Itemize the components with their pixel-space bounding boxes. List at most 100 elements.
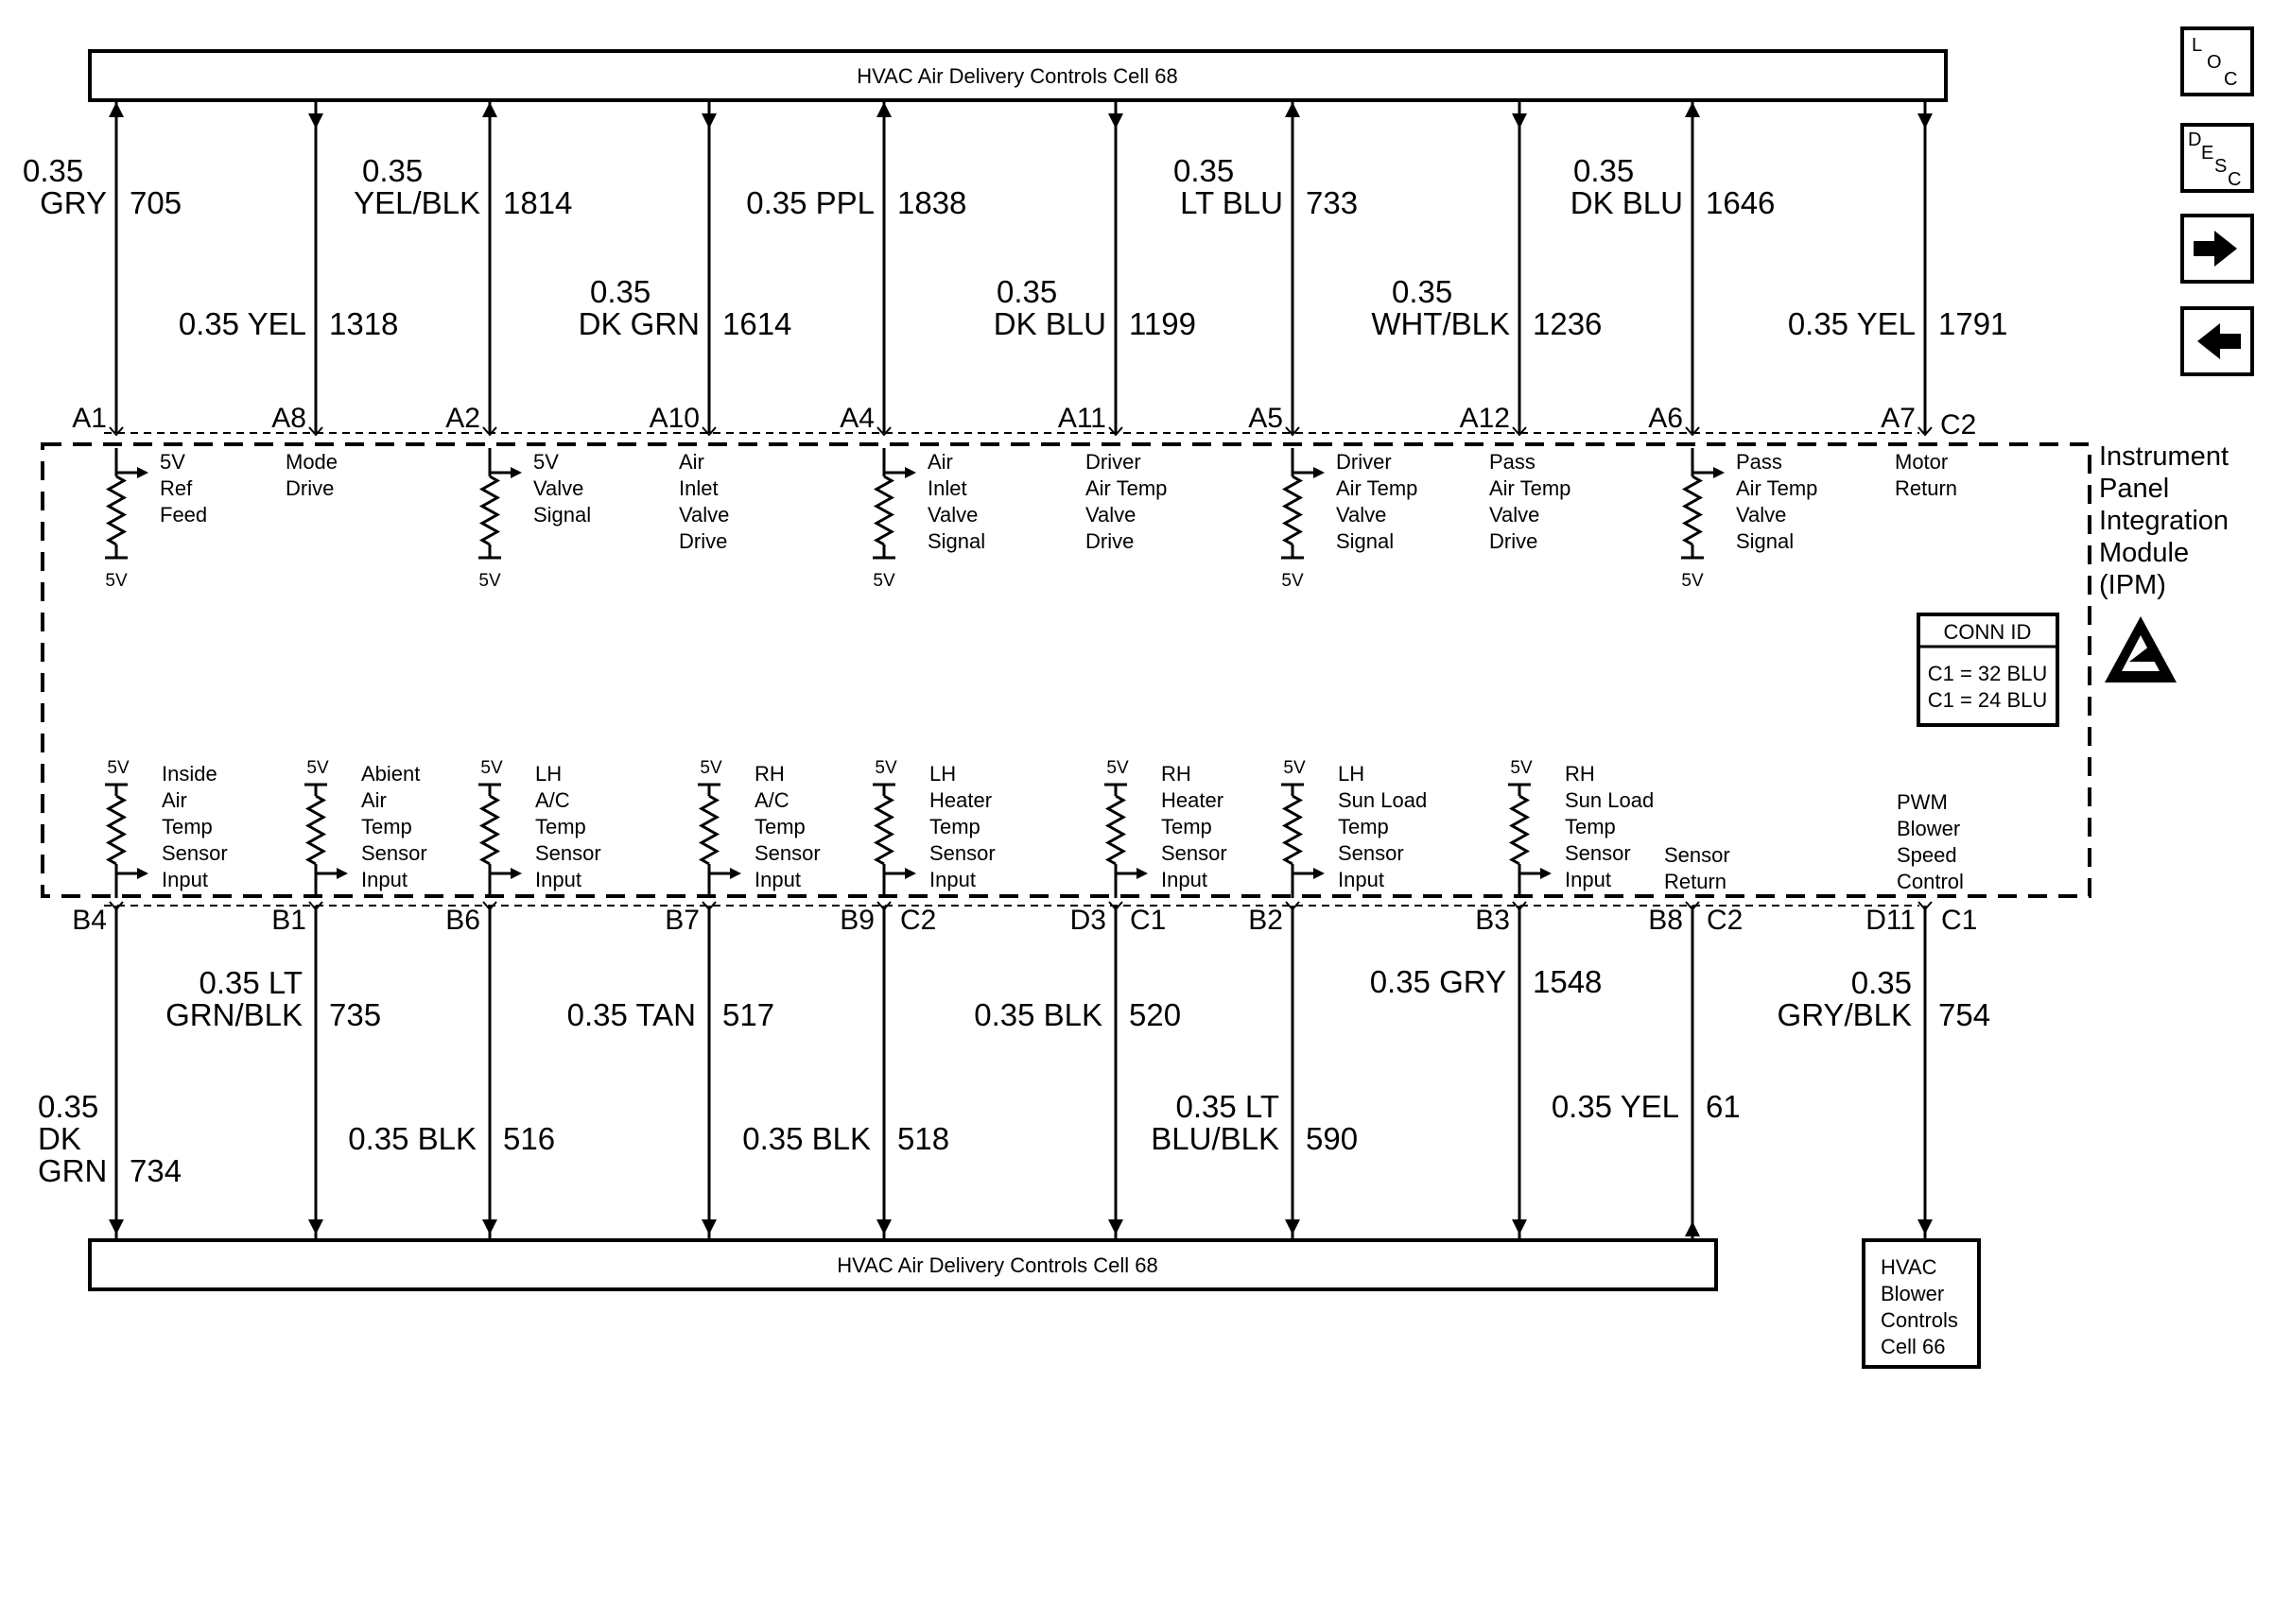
function-label: Drive	[1489, 529, 1537, 553]
voltage-label: 5V	[1283, 758, 1306, 778]
function-label: Temp	[162, 815, 213, 838]
connector-terminal	[1108, 426, 1123, 437]
connector-terminal	[1917, 901, 1933, 911]
function-label: RH	[1161, 762, 1191, 786]
function-label: Sensor	[1565, 841, 1631, 865]
connector-terminal	[702, 901, 717, 911]
function-label: Pass	[1489, 450, 1536, 474]
function-label: Valve	[928, 503, 978, 527]
pin-label: A10	[650, 403, 700, 434]
function-label: RH	[1565, 762, 1595, 786]
voltage-label: 5V	[107, 758, 130, 778]
top-delivery-box-label: HVAC Air Delivery Controls Cell 68	[857, 64, 1177, 88]
connector-terminal	[876, 426, 892, 437]
wire-color-label: DK BLU	[1570, 185, 1683, 220]
function-label: Mode	[286, 450, 338, 474]
signal-arrowhead	[730, 868, 741, 879]
wire-size-label: 0.35	[1573, 153, 1634, 188]
wire-arrow-down	[1285, 1219, 1300, 1235]
function-label: Driver	[1336, 450, 1392, 474]
blower-box-line: Controls	[1881, 1308, 1958, 1332]
blower-box-line: Blower	[1881, 1282, 1944, 1305]
voltage-label: 5V	[1510, 758, 1533, 778]
function-label: Drive	[1085, 529, 1134, 553]
function-label: Sensor	[535, 841, 601, 865]
top-delivery-box	[88, 49, 1948, 102]
bottom-connector-name: C1	[1130, 905, 1166, 936]
circuit-number: 1791	[1938, 306, 2007, 341]
wire-arrow-down	[702, 113, 717, 129]
circuit-number: 734	[130, 1153, 182, 1188]
resistor-symbol	[873, 794, 895, 866]
arrow-right-icon	[2194, 231, 2237, 267]
function-label: Input	[929, 868, 976, 891]
function-label: RH	[755, 762, 785, 786]
resistor-symbol	[1681, 475, 1704, 546]
wire-size-label: 0.35	[38, 1089, 98, 1124]
pin-label: A4	[840, 403, 875, 434]
pin-label: A12	[1460, 403, 1510, 434]
function-label: Sun Load	[1565, 788, 1654, 812]
circuit-number: 1548	[1533, 964, 1602, 999]
wire-color-label: GRN	[38, 1153, 107, 1188]
voltage-label: 5V	[1106, 758, 1129, 778]
next-page-button[interactable]	[2180, 214, 2254, 284]
pin-label: B8	[1648, 905, 1683, 936]
wire-arrow-up	[482, 102, 497, 117]
circuit-number: 518	[897, 1121, 949, 1156]
function-label: Drive	[679, 529, 727, 553]
circuit-number: 590	[1306, 1121, 1358, 1156]
function-label: Abient	[361, 762, 420, 786]
desc-button[interactable]: D E S C	[2180, 123, 2254, 193]
connector-terminal	[1285, 426, 1300, 437]
module-name-line: Integration	[2099, 506, 2229, 536]
function-label: Input	[535, 868, 581, 891]
loc-button[interactable]: L O C	[2180, 26, 2254, 96]
module-name-line: (IPM)	[2099, 570, 2166, 600]
voltage-label: 5V	[105, 571, 128, 591]
function-label: 5V	[160, 450, 185, 474]
wire-color-label: 0.35 PPL	[746, 185, 875, 220]
voltage-label: 5V	[700, 758, 722, 778]
wire-arrow-up	[109, 102, 124, 117]
loc-button-letter: C	[2224, 69, 2237, 90]
module-name-line: Module	[2099, 538, 2189, 568]
module-name-line: Instrument	[2099, 441, 2229, 472]
resistor-symbol	[105, 475, 128, 546]
blower-box-line: HVAC	[1881, 1255, 1937, 1279]
wire-arrow-down	[702, 1219, 717, 1235]
pin-label: B2	[1248, 905, 1283, 936]
wire-color-label: WHT/BLK	[1371, 306, 1510, 341]
resistor-symbol	[1281, 794, 1304, 866]
circuit-number: 517	[722, 997, 774, 1032]
function-label: Blower	[1897, 817, 1960, 840]
wire-color-label: 0.35 TAN	[567, 997, 696, 1032]
prev-page-button[interactable]	[2180, 306, 2254, 376]
connector-terminal	[1108, 901, 1123, 911]
wire-color-label: DK BLU	[994, 306, 1106, 341]
desc-button-letter: D	[2188, 130, 2201, 150]
wire-color-label: GRY/BLK	[1778, 997, 1912, 1032]
pin-label: D11	[1865, 905, 1916, 936]
function-label: Air	[928, 450, 953, 474]
circuit-number: 1814	[503, 185, 572, 220]
signal-arrowhead	[337, 868, 348, 879]
function-label: Temp	[1565, 815, 1616, 838]
wire-arrow-down	[1512, 113, 1527, 129]
wire-size-label: 0.35 LT	[1176, 1089, 1279, 1124]
connector-terminal	[1685, 901, 1700, 911]
function-label: Valve	[1489, 503, 1539, 527]
